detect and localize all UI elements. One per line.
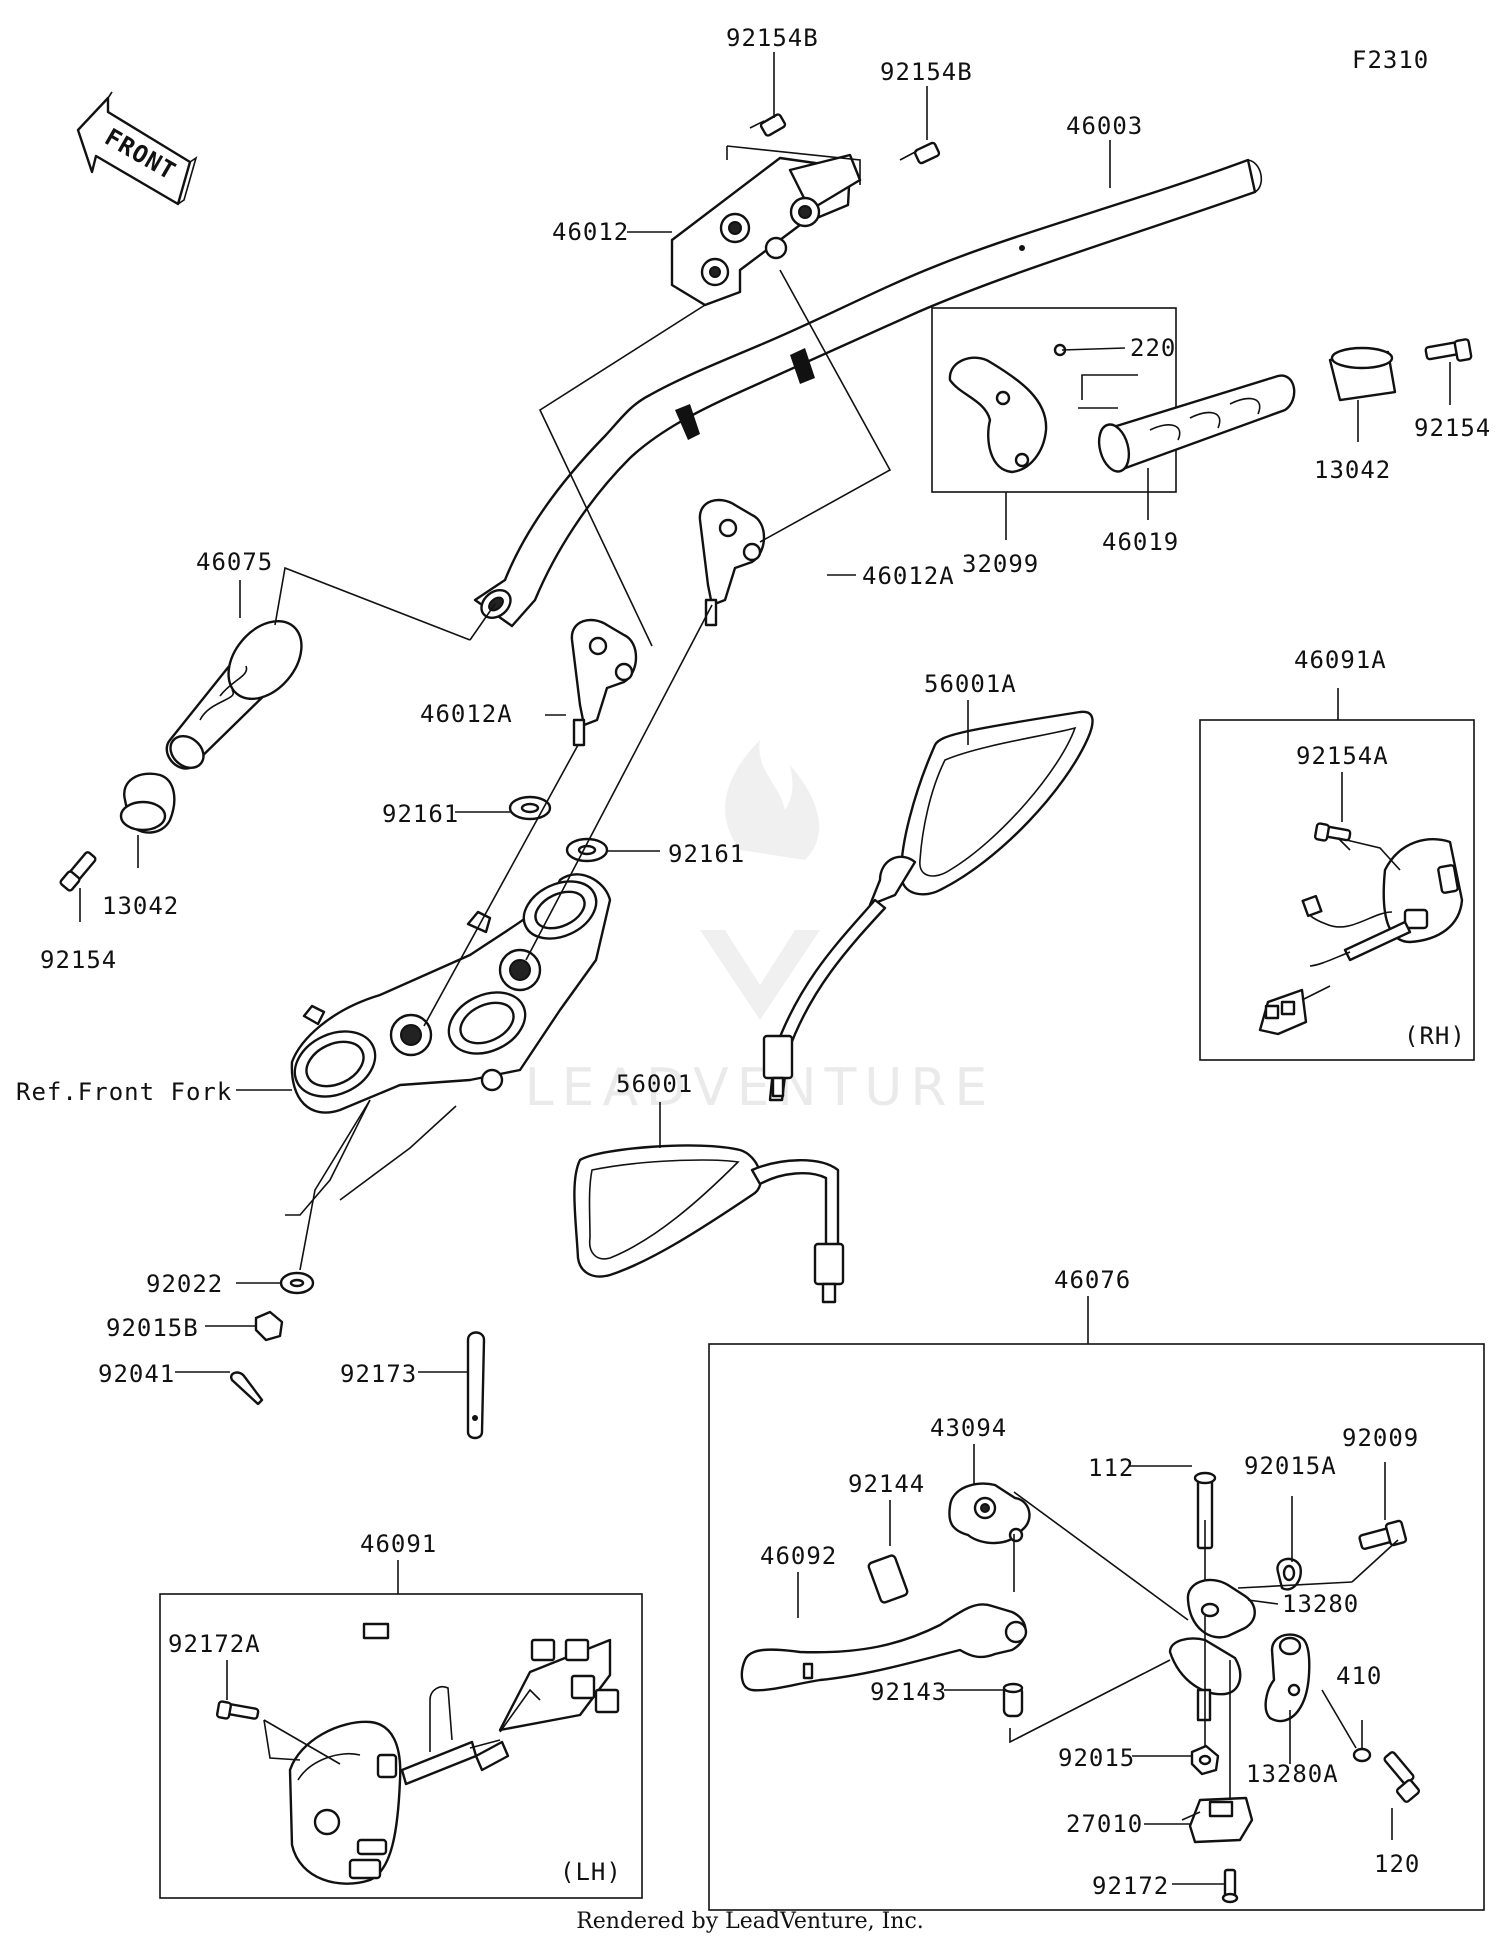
clamp-13280: [1168, 1578, 1256, 1722]
label-92009: 92009: [1342, 1424, 1419, 1452]
switch-housing-46091-lh: [288, 1622, 620, 1885]
label-13042-right: 13042: [1314, 456, 1391, 484]
leader-lines: [79, 52, 1451, 1885]
figure-code: F2310: [1352, 46, 1429, 74]
spring-92144: [867, 1554, 909, 1604]
handlebar-46003: [473, 158, 1263, 628]
label-46012A-right: 46012A: [862, 562, 955, 590]
label-92161-right: 92161: [668, 840, 745, 868]
label-112: 112: [1088, 1454, 1134, 1482]
washer-92015A: [1276, 1557, 1302, 1591]
nut-92015: [1190, 1744, 1220, 1776]
label-46003: 46003: [1066, 112, 1143, 140]
label-92172: 92172: [1092, 1872, 1169, 1900]
label-32099: 32099: [962, 550, 1039, 578]
label-46075: 46075: [196, 548, 273, 576]
throttle-kit-box: [931, 307, 1177, 493]
label-13042-left: 13042: [102, 892, 179, 920]
mirror-56001: [573, 1144, 845, 1304]
label-lh: (LH): [560, 1858, 622, 1886]
front-arrow-icon: FRONT: [76, 91, 198, 206]
label-ref-front-fork: Ref.Front Fork: [16, 1078, 232, 1106]
label-13280: 13280: [1282, 1590, 1359, 1618]
washer-92022: [279, 1271, 315, 1295]
throttle-housing-32099: [948, 343, 1067, 474]
screw-92172: [1221, 1868, 1239, 1904]
label-43094: 43094: [930, 1414, 1007, 1442]
clutch-lever-46092: [740, 1603, 1028, 1692]
top-clamp-46012: [670, 153, 862, 307]
screw-92154A: [1313, 822, 1352, 842]
left-grip-46075: [165, 619, 303, 770]
bar-end-weight-13042-left: [119, 772, 176, 834]
label-46019: 46019: [1102, 528, 1179, 556]
lower-clamp-46012A-right: [698, 498, 766, 627]
label-92144: 92144: [848, 1470, 925, 1498]
label-92022: 92022: [146, 1270, 223, 1298]
label-92041: 92041: [98, 1360, 175, 1388]
bolt-92009: [1358, 1519, 1408, 1550]
bar-end-weight-13042-right: [1328, 346, 1397, 402]
label-120: 120: [1374, 1850, 1420, 1878]
label-56001A: 56001A: [924, 670, 1017, 698]
right-grip-46019: [1097, 374, 1296, 473]
bolt-92154B-b: [899, 141, 941, 165]
label-92154A: 92154A: [1296, 742, 1389, 770]
label-92154B-a: 92154B: [726, 24, 819, 52]
leadventure-watermark: LEADVENTURE: [525, 740, 996, 1118]
switch-27010: [1181, 1796, 1254, 1844]
watermark-text: LEADVENTURE: [525, 1058, 996, 1118]
cotter-pin-92041: [230, 1371, 264, 1406]
label-46076: 46076: [1054, 1266, 1131, 1294]
screw-92172A: [215, 1700, 260, 1720]
label-92143: 92143: [870, 1678, 947, 1706]
label-92015: 92015: [1058, 1744, 1135, 1772]
label-92015B: 92015B: [106, 1314, 199, 1342]
bolt-92154-left: [59, 851, 97, 892]
lh-switch-box: [159, 1593, 643, 1899]
rh-switch-box: [1199, 719, 1475, 1061]
clutch-lever-box: [708, 1343, 1485, 1911]
label-92154-right: 92154: [1414, 414, 1491, 442]
label-46092: 46092: [760, 1542, 837, 1570]
label-92161-left: 92161: [382, 800, 459, 828]
label-56001: 56001: [616, 1070, 693, 1098]
clip-92173: [466, 1331, 486, 1440]
label-410: 410: [1336, 1662, 1382, 1690]
label-46091A: 46091A: [1294, 646, 1387, 674]
lower-clamp-46012A-left: [570, 618, 638, 747]
part-labels: 92154B 92154B 46003 46012 220 92154 1304…: [16, 24, 1491, 1900]
mirror-56001A: [762, 710, 1094, 1102]
lever-holder-43094: [948, 1482, 1031, 1545]
label-rh: (RH): [1404, 1022, 1466, 1050]
label-46012: 46012: [552, 218, 629, 246]
label-27010: 27010: [1066, 1810, 1143, 1838]
bolt-92154-right: [1424, 338, 1473, 362]
label-220: 220: [1130, 334, 1176, 362]
upper-triple-clamp: [290, 873, 612, 1114]
bolt-120: [1383, 1751, 1421, 1803]
nut-92015B: [254, 1310, 284, 1342]
washer-410: [1352, 1747, 1372, 1763]
label-92154-left: 92154: [40, 946, 117, 974]
label-92172A: 92172A: [168, 1630, 261, 1658]
label-92173: 92173: [340, 1360, 417, 1388]
label-46012A-left: 46012A: [420, 700, 513, 728]
bolt-92154B-a: [749, 113, 787, 137]
bushing-92143: [1002, 1682, 1024, 1718]
clamp-13280A: [1264, 1633, 1311, 1723]
footer-credit: Rendered by LeadVenture, Inc.: [576, 1909, 924, 1934]
label-46091: 46091: [360, 1530, 437, 1558]
switch-housing-46091A-rh: [1258, 838, 1464, 1036]
label-92015A: 92015A: [1244, 1452, 1337, 1480]
label-92154B-b: 92154B: [880, 58, 973, 86]
label-13280A: 13280A: [1246, 1760, 1339, 1788]
